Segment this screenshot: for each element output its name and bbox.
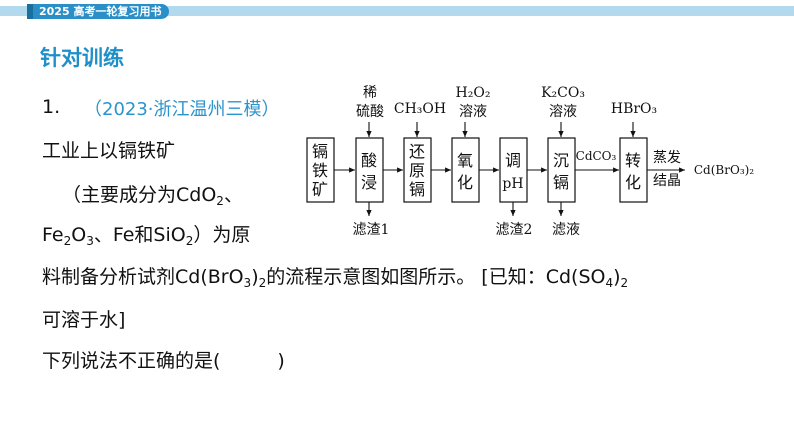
question-line-4: 料制备分析试剂Cd(BrO3)2的流程示意图如图所示。 [已知：Cd(SO4)2 xyxy=(42,266,629,290)
reagent-carbonate-line2: 溶液 xyxy=(549,104,577,120)
box-reduce-char2: 原 xyxy=(409,161,425,180)
reagent-carbonate-line1: K₂CO₃ xyxy=(541,85,585,101)
step-evaporate-line1: 蒸发 xyxy=(653,150,681,166)
reagent-methanol: CH₃OH xyxy=(394,101,446,117)
section-title: 针对训练 xyxy=(40,46,124,70)
box-leach-char1: 酸 xyxy=(361,151,377,170)
question-line-2: （主要成分为CdO2、 xyxy=(62,184,243,208)
question-line-1: 工业上以镉铁矿 xyxy=(42,140,176,162)
reagent-acid-line2: 硫酸 xyxy=(356,104,384,120)
reagent-acid-line1: 稀 xyxy=(363,85,377,101)
box-oxidize-char2: 化 xyxy=(457,173,473,192)
box-ph-char2: pH xyxy=(502,176,523,192)
reagent-hbro3: HBrO₃ xyxy=(611,101,657,117)
box-ore-char2: 铁 xyxy=(312,161,328,180)
question-source: （2023·浙江温州三模） xyxy=(84,99,280,120)
output-cdco3: CdCO₃ xyxy=(576,149,617,163)
question-line-3: Fe2O3、Fe和SiO2）为原 xyxy=(42,224,251,248)
box-ph-char1: 调 xyxy=(505,151,521,170)
question-number: 1. xyxy=(42,96,61,118)
output-residue-2: 滤渣2 xyxy=(496,222,533,238)
box-precipitate xyxy=(547,137,576,203)
output-residue-1: 滤渣1 xyxy=(353,222,390,238)
reagent-peroxide-line2: 溶液 xyxy=(459,104,487,120)
reagent-peroxide-line1: H₂O₂ xyxy=(456,85,491,101)
box-ore-char1: 镉 xyxy=(312,142,328,161)
header-tag-edge xyxy=(27,4,33,19)
box-adjust-ph xyxy=(499,137,528,203)
output-filtrate: 滤液 xyxy=(552,222,580,238)
box-convert xyxy=(619,137,648,203)
box-reduce-char1: 还 xyxy=(409,142,425,161)
output-product: Cd(BrO₃)₂ xyxy=(694,163,754,177)
box-convert-char1: 转 xyxy=(625,151,641,170)
box-reduce-char3: 镉 xyxy=(409,180,425,199)
box-ore-char3: 矿 xyxy=(312,180,328,199)
step-evaporate-line2: 结晶 xyxy=(653,173,681,189)
box-oxidize xyxy=(451,137,480,203)
box-leach-char2: 浸 xyxy=(361,173,377,192)
box-oxidize-char1: 氧 xyxy=(457,151,473,170)
header-stripe xyxy=(0,6,794,16)
question-line-6: 下列说法不正确的是( ) xyxy=(42,350,285,372)
box-convert-char2: 化 xyxy=(625,173,641,192)
book-tag: 2025 高考一轮复习用书 xyxy=(33,4,170,19)
box-precip-char1: 沉 xyxy=(553,151,569,170)
question-line-5: 可溶于水] xyxy=(42,309,126,331)
header-bar: 2025 高考一轮复习用书 xyxy=(0,0,794,22)
box-precip-char2: 镉 xyxy=(553,173,569,192)
box-acid-leach xyxy=(355,137,384,203)
